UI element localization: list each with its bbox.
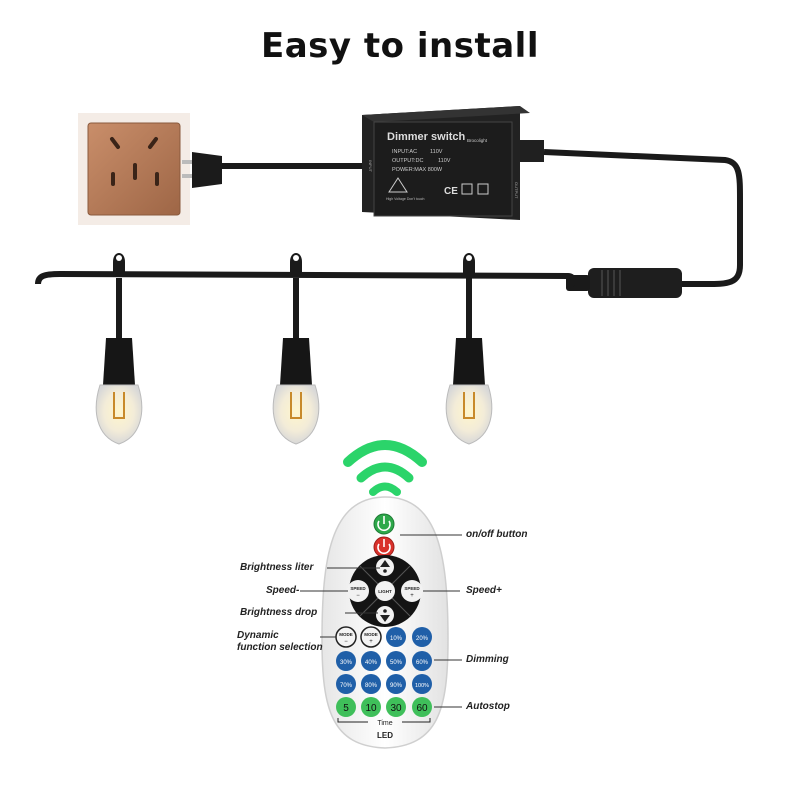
callout-on-off: on/off button (466, 529, 528, 540)
power-off-button[interactable] (373, 536, 395, 558)
dimming-label: 10% (390, 636, 403, 642)
mode-minus-button[interactable]: MODE − (335, 626, 357, 648)
dimming-button-60[interactable]: 60% (412, 651, 432, 671)
svg-text:+: + (369, 639, 373, 645)
dimmer-input: INPUT:AC (392, 149, 417, 155)
dimmer-output: OUTPUT:DC (392, 158, 424, 164)
dimming-button-30[interactable]: 30% (336, 651, 356, 671)
speed-minus-button[interactable]: SPEED − (347, 580, 369, 602)
callout-dimming: Dimming (466, 654, 509, 665)
output-cable (543, 149, 743, 287)
page-title: Easy to install (261, 26, 539, 66)
brightness-up-button[interactable] (376, 558, 394, 576)
bin-icon (461, 183, 473, 195)
dimmer-title: Dimmer switch (387, 131, 466, 143)
dimming-label: 30% (340, 660, 353, 666)
callout-dynamic: Dynamic (237, 630, 279, 641)
dimming-label: 20% (416, 636, 429, 642)
bulb-pendant-1 (95, 253, 143, 445)
wireless-signal-icon (343, 440, 427, 496)
side-input-label: INPUT (368, 160, 373, 173)
callout-speed-minus: Speed- (266, 585, 300, 596)
time-label: Time (377, 720, 392, 727)
mode-minus-label: MODE (339, 632, 353, 637)
dimming-button-100[interactable]: 100% (412, 674, 432, 694)
mode-plus-button[interactable]: MODE + (360, 626, 382, 648)
dimming-label: 90% (390, 683, 403, 689)
dimming-button-70[interactable]: 70% (336, 674, 356, 694)
bulb-pendant-3 (445, 253, 493, 445)
brightness-down-button[interactable] (376, 606, 394, 624)
speed-plus-button[interactable]: SPEED + (401, 580, 423, 602)
arrow-down-icon (380, 615, 390, 622)
callout-brightness-drop: Brightness drop (240, 607, 318, 618)
power-icon (377, 543, 391, 555)
dimming-label: 50% (390, 660, 403, 666)
svg-text:+: + (410, 593, 414, 599)
timer-label: 5 (343, 703, 349, 714)
remote-brand: LED (377, 731, 393, 740)
dimmer-output-value: 110V (438, 158, 451, 164)
dimming-button-50[interactable]: 50% (386, 651, 406, 671)
inline-connector (566, 268, 682, 298)
side-output-label: OUTPUT (514, 182, 519, 199)
timer-button-30[interactable]: 30 (386, 697, 406, 717)
wall-outlet (78, 113, 190, 225)
time-bracket (337, 718, 431, 723)
sun-icon (383, 609, 387, 613)
power-on-button[interactable] (373, 513, 395, 535)
dimmer-brand: Brocolight (467, 138, 488, 143)
dimming-label: 80% (365, 683, 378, 689)
timer-label: 10 (365, 703, 377, 714)
callout-function-selection: function selection (237, 642, 323, 653)
dimming-label: 40% (365, 660, 378, 666)
power-plug (182, 152, 362, 188)
callout-lines (300, 534, 462, 708)
speed-plus-label: SPEED (404, 586, 420, 591)
svg-text:−: − (356, 593, 360, 599)
timer-button-10[interactable]: 10 (361, 697, 381, 717)
mode-plus-label: MODE (364, 632, 378, 637)
dimming-button-80[interactable]: 80% (361, 674, 381, 694)
dimming-button-90[interactable]: 90% (386, 674, 406, 694)
dimming-button-20[interactable]: 20% (412, 627, 432, 647)
warning-icon (388, 177, 408, 193)
string-cable (35, 270, 577, 288)
dimmer-power: POWER:MAX 800W (392, 167, 443, 173)
dimming-label: 100% (415, 683, 429, 689)
timer-button-5[interactable]: 5 (336, 697, 356, 717)
dimming-button-40[interactable]: 40% (361, 651, 381, 671)
dimming-icon (477, 183, 489, 195)
light-label: LIGHT (378, 589, 392, 594)
ce-mark: CE (444, 186, 458, 197)
dimming-label: 70% (340, 683, 353, 689)
dimming-button-10[interactable]: 10% (386, 627, 406, 647)
dimmer-input-value: 110V (430, 149, 443, 155)
timer-label: 30 (390, 703, 402, 714)
power-icon (377, 520, 391, 532)
speed-minus-label: SPEED (350, 586, 366, 591)
bulb-pendant-2 (272, 253, 320, 445)
dimmer-switch-box: Dimmer switch Brocolight INPUT:AC 110V O… (362, 106, 544, 220)
timer-label: 60 (416, 703, 428, 714)
callout-brightness-liter: Brightness liter (240, 562, 314, 573)
light-button[interactable]: LIGHT (375, 581, 395, 601)
sun-icon (383, 569, 387, 573)
arrow-up-icon (380, 560, 390, 567)
dimmer-warning: High Voltage Don't touch (386, 197, 424, 201)
svg-text:−: − (344, 639, 348, 645)
callout-speed-plus: Speed+ (466, 585, 502, 596)
timer-button-60[interactable]: 60 (412, 697, 432, 717)
callout-autostop: Autostop (466, 701, 510, 712)
dimming-label: 60% (416, 660, 429, 666)
